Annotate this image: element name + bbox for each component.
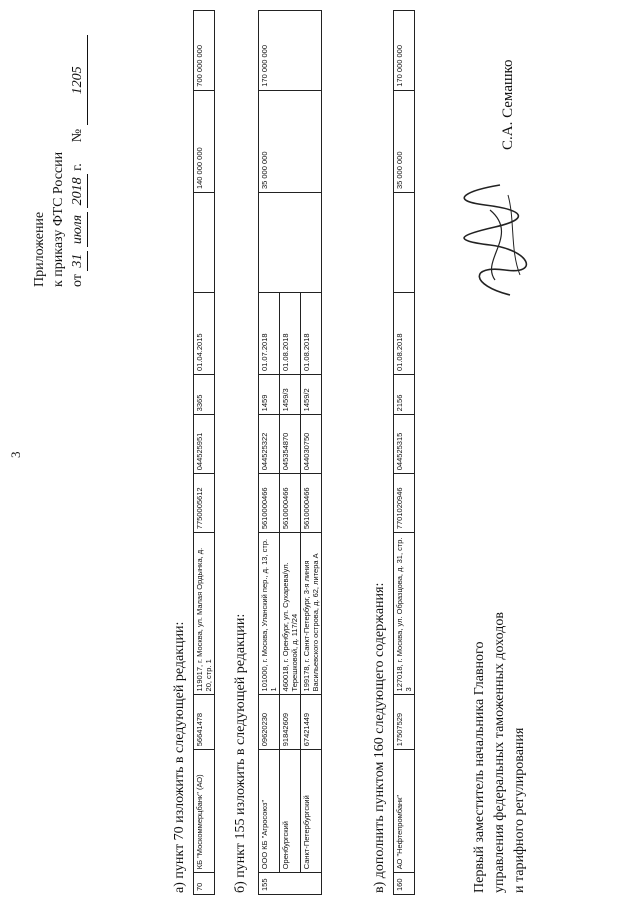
cell: 460018, г. Оренбург, ул. Сухарева/ул. Те…: [279, 532, 301, 695]
cell: 127018, г. Москва, ул. Образцова, д. 31,…: [393, 532, 415, 695]
cell: АО "Нефтепромбанк": [393, 749, 415, 873]
date-suffix: г.: [70, 163, 85, 171]
cell: 045354870: [279, 414, 301, 474]
signer-position-line-2: управления федеральных таможенных доходо…: [492, 612, 507, 893]
section-b-heading: б) пункт 155 изложить в следующей редакц…: [233, 613, 248, 893]
cell: 044030750: [300, 414, 322, 474]
cell: 01.08.2018: [300, 292, 322, 375]
cell: Оренбургский: [279, 749, 301, 873]
cell: 91842609: [279, 694, 301, 750]
cell: 7750005612: [193, 473, 215, 533]
appendix-order-ref: к приказу ФТС России: [51, 151, 66, 287]
cell: 101000, г. Москва, Уланский пер., д. 13,…: [258, 532, 280, 695]
appendix-title: Приложение: [32, 211, 47, 287]
section-b-table: 155 ООО КБ "Агросоюз" 09620230 101000, г…: [258, 10, 322, 895]
signer-block: Первый заместитель начальника Главного у…: [470, 533, 530, 893]
date-year: 2018: [68, 174, 88, 209]
cell: Санкт-Петербургский: [300, 749, 322, 873]
cell: 5610000466: [258, 473, 280, 533]
cell: 01.07.2018: [258, 292, 280, 375]
cell: КБ "Москоммерцбанк" (АО): [193, 749, 215, 873]
cell: 01.04.2015: [193, 292, 215, 375]
appendix-header: Приложение к приказу ФТС России от 31 ию…: [30, 17, 88, 287]
cell: 1459/2: [300, 374, 322, 415]
cell: 044525315: [393, 414, 415, 474]
table-row: 160 АО "Нефтепромбанк" 17507529 127018, …: [393, 10, 415, 895]
cell: 35 000 000: [258, 90, 322, 193]
section-c-heading: в) дополнить пунктом 160 следующего соде…: [372, 582, 387, 893]
signer-name: С.А. Семашко: [500, 59, 516, 150]
cell: 70: [193, 872, 215, 895]
cell: 5610000466: [279, 473, 301, 533]
number-label: №: [70, 128, 85, 143]
cell: 155: [258, 872, 322, 895]
cell: 35 000 000: [393, 90, 415, 193]
date-prefix: от: [70, 274, 85, 287]
cell: 17507529: [393, 694, 415, 750]
cell: 2156: [393, 374, 415, 415]
cell: 140 000 000: [193, 90, 215, 193]
table-row: 155 ООО КБ "Агросоюз" 09620230 101000, г…: [258, 10, 322, 895]
cell: 1459: [258, 374, 280, 415]
cell: 7701020946: [393, 473, 415, 533]
page-number: 3: [8, 451, 23, 459]
appendix-date-line: от 31 июля 2018 г. № 1205: [68, 17, 88, 287]
handwritten-signature: [463, 184, 528, 296]
cell: 170 000 000: [393, 10, 415, 91]
cell: 044525322: [258, 414, 280, 474]
cell: 67421449: [300, 694, 322, 750]
cell: 01.08.2018: [393, 292, 415, 375]
section-a-table: 70 КБ "Москоммерцбанк" (АО) 56641478 119…: [193, 10, 215, 895]
cell: 5610000466: [300, 473, 322, 533]
cell: 119017, г. Москва, ул. Малая Ордынка, д.…: [193, 532, 215, 695]
bank-name: ООО КБ "Агросоюз": [260, 799, 269, 870]
cell: 56641478: [193, 694, 215, 750]
cell: [393, 192, 415, 293]
cell: 09620230: [258, 694, 280, 750]
section-a-heading: а) пункт 70 изложить в следующей редакци…: [172, 621, 187, 893]
bank-name-cell: ООО КБ "Агросоюз": [258, 749, 280, 873]
cell: 199178, г. Санкт-Петербург, 3-я линия Ва…: [300, 532, 322, 695]
cell: 160: [393, 872, 415, 895]
cell: 1459/3: [279, 374, 301, 415]
table-row: 70 КБ "Москоммерцбанк" (АО) 56641478 119…: [193, 10, 215, 895]
cell: 01.08.2018: [279, 292, 301, 375]
section-c-table: 160 АО "Нефтепромбанк" 17507529 127018, …: [393, 10, 415, 895]
order-number: 1205: [68, 35, 88, 126]
signer-position-line-3: и тарифного регулирования: [512, 727, 527, 893]
cell: [258, 192, 322, 293]
cell: 170 000 000: [258, 10, 322, 91]
signer-position-line-1: Первый заместитель начальника Главного: [472, 641, 487, 893]
cell: 3365: [193, 374, 215, 415]
date-day: 31: [68, 250, 88, 271]
cell: 044525951: [193, 414, 215, 474]
cell: 700 000 000: [193, 10, 215, 91]
date-month: июля: [68, 211, 88, 248]
cell: [193, 192, 215, 293]
